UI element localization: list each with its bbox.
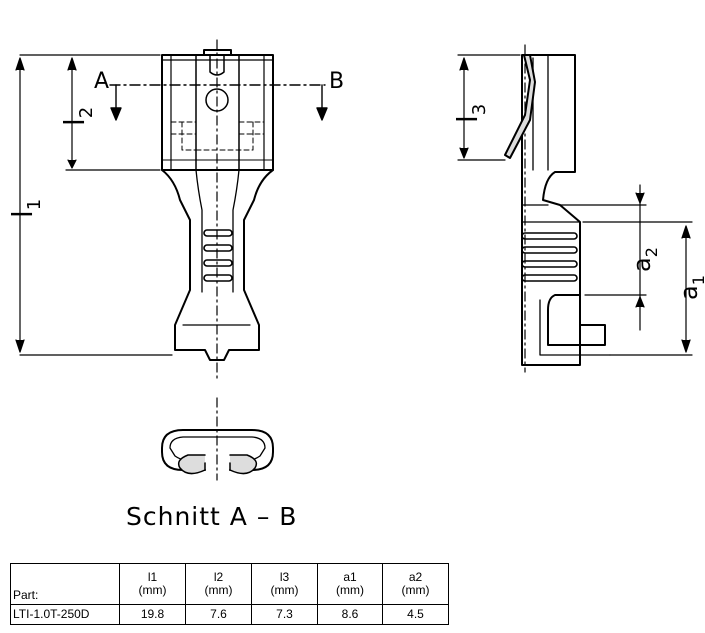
label-cut-a: A [94, 69, 109, 94]
cut-line-ab [109, 84, 328, 121]
header-part: Part: [10, 563, 120, 605]
front-neck [161, 169, 274, 361]
spec-table: Part: l1(mm) l2(mm) l3(mm) a1(mm) a2(mm)… [10, 563, 449, 625]
header-l2: l2(mm) [185, 563, 252, 605]
label-l1: l1 [6, 199, 45, 218]
table-header-row: Part: l1(mm) l2(mm) l3(mm) a1(mm) a2(mm) [10, 563, 449, 605]
cell-l2: 7.6 [185, 604, 252, 625]
cell-l1: 19.8 [119, 604, 186, 625]
front-body-outline [161, 54, 274, 171]
side-crimp-lower [547, 294, 606, 346]
section-profile-outer [161, 429, 274, 471]
front-view [15, 39, 328, 481]
dim-l1 [15, 54, 173, 356]
header-l1: l1(mm) [119, 563, 186, 605]
label-l2: l2 [58, 107, 97, 126]
section-left-curl [177, 454, 206, 475]
label-a2: a2 [628, 247, 661, 272]
dim-a1 [582, 221, 693, 356]
dim-l2 [65, 57, 161, 171]
dim-a2 [559, 184, 647, 331]
cell-l3: 7.3 [251, 604, 318, 625]
section-view [161, 429, 274, 475]
header-l3: l3(mm) [251, 563, 318, 605]
label-a1: a1 [675, 275, 705, 300]
label-l3: l3 [451, 104, 490, 123]
table-row: LTI-1.0T-250D 19.8 7.6 7.3 8.6 4.5 [10, 604, 449, 625]
front-serrations [203, 229, 233, 282]
section-title: Schnitt A – B [126, 502, 298, 531]
label-cut-b: B [329, 69, 344, 94]
side-spring-clip [504, 54, 536, 159]
cell-a1: 8.6 [317, 604, 383, 625]
header-a2: a2(mm) [382, 563, 449, 605]
cell-part: LTI-1.0T-250D [10, 604, 120, 625]
section-right-curl [229, 454, 258, 475]
dim-l3 [457, 54, 521, 161]
cell-a2: 4.5 [382, 604, 449, 625]
front-dimple [205, 88, 229, 112]
side-view [457, 44, 693, 373]
drawing-labels: l1 l2 l3 a2 a1 A B [6, 69, 705, 300]
side-serrations [521, 232, 578, 282]
technical-drawing: l1 l2 l3 a2 a1 A B [6, 39, 705, 481]
front-top-tab [203, 49, 232, 56]
header-a1: a1(mm) [317, 563, 383, 605]
